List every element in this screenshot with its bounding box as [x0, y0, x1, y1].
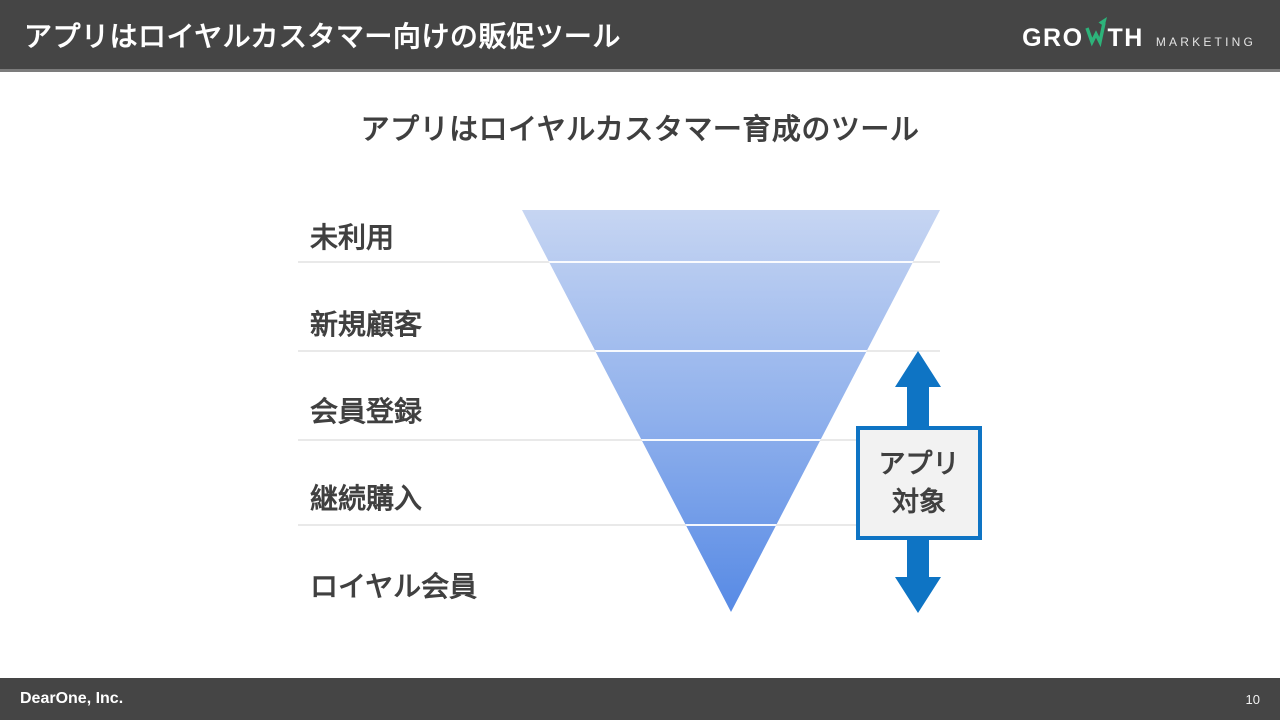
footer-bar: DearOne, Inc. 10: [0, 678, 1280, 720]
funnel-segment-gap: [522, 350, 940, 352]
funnel-triangle: [522, 210, 940, 612]
stage-label-unused: 未利用: [310, 222, 395, 253]
stage-label-repeat-purchase: 継続購入: [310, 483, 423, 514]
logo-text-gro: GRO: [1022, 23, 1084, 52]
logo-text-th: TH: [1107, 23, 1144, 52]
divider-line: [298, 439, 940, 441]
stage-label-new-customer: 新規顧客: [310, 309, 423, 340]
divider-line: [298, 524, 940, 526]
stage-label-registration: 会員登録: [310, 396, 423, 427]
app-target-line2: 対象: [892, 487, 946, 517]
company-name: DearOne, Inc.: [20, 690, 124, 707]
funnel-segment-gap: [522, 261, 940, 263]
funnel-segment-gap: [522, 524, 940, 526]
page-number: 10: [1245, 691, 1260, 707]
slide-header-title: アプリはロイヤルカスタマー向けの販促ツール: [24, 20, 621, 52]
stage-label-loyal-member: ロイヤル会員: [310, 571, 478, 602]
growth-arrow-icon: [1084, 16, 1107, 54]
main-title: アプリはロイヤルカスタマー育成のツール: [360, 114, 920, 146]
header-bar: アプリはロイヤルカスタマー向けの販促ツール GRO TH MARKETING: [0, 0, 1280, 72]
funnel-segment-gap: [522, 439, 940, 441]
app-target-box: アプリ 対象: [856, 426, 982, 540]
logo-subtext: MARKETING: [1155, 34, 1256, 49]
growth-marketing-logo: GRO TH MARKETING: [1022, 16, 1256, 54]
app-target-line1: アプリ: [878, 449, 960, 479]
logo-wordmark: GRO TH: [1022, 16, 1144, 54]
